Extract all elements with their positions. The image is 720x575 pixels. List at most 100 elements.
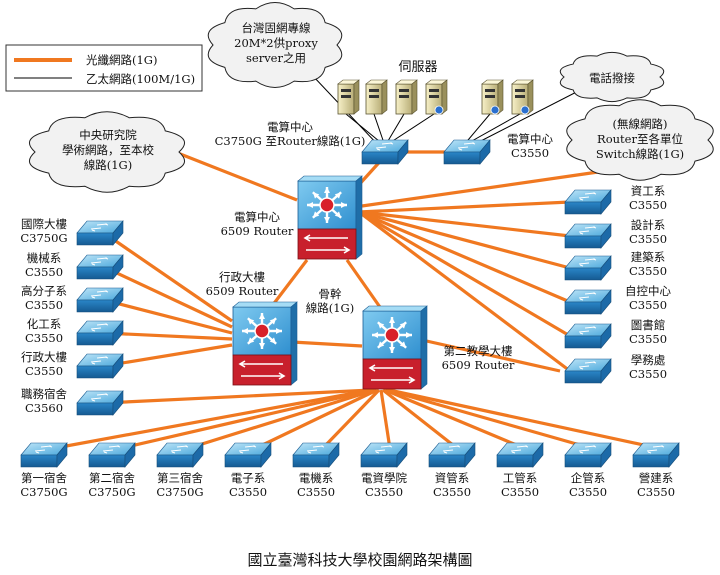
cloud-sinica-text-line-3: 線路(1G) [84, 158, 132, 172]
link-left-switch-2 [103, 265, 233, 329]
switch-bottom-10-label-line-2: C3550 [637, 485, 675, 499]
cloud-twaren-text-line-1: 台灣固網專線 [242, 21, 311, 35]
switch-left-3 [76, 287, 124, 313]
link-bottom-switch-10 [388, 388, 663, 451]
cloud-wireless [566, 99, 714, 181]
switch-left-2 [76, 254, 124, 280]
cloud-wireless-text-line-1: (無線網路) [613, 117, 668, 131]
switch-bottom-7 [428, 442, 476, 468]
switch-bottom-4 [224, 442, 272, 468]
switch-left-4-label-line-1: 化工系 [27, 317, 62, 331]
switch-left-6-label-line-2: C3560 [25, 401, 63, 415]
switch-bottom-10-label-line-1: 營建系 [639, 471, 674, 485]
link-ccrouter-sinica [164, 146, 298, 202]
switch-left-1-label-line-2: C3750G [20, 231, 67, 245]
cc-router-label-line-2: 6509 Router [221, 224, 294, 238]
switch-bottom-7-label-line-2: C3550 [433, 485, 471, 499]
legend-ethernet-label: 乙太網路(100M/1G) [86, 72, 195, 86]
switch-bottom-7-label-line-1: 資管系 [435, 471, 470, 485]
link-bottom-switch-8 [384, 388, 527, 451]
server-5 [481, 79, 504, 115]
link-right-switch-1 [358, 200, 571, 214]
switch-bottom-6-label-line-2: C3550 [365, 485, 403, 499]
server-3 [395, 79, 418, 115]
server-2 [365, 79, 388, 115]
switch-left-5 [76, 353, 124, 379]
switch-right-1-label-line-2: C3550 [629, 198, 667, 212]
link-bottom-switch-1 [49, 388, 372, 451]
switch-bottom-8-label-line-2: C3550 [501, 485, 539, 499]
server-4 [425, 79, 448, 115]
link-right-switch-6 [358, 210, 571, 373]
switch-left-6 [76, 390, 124, 416]
backbone-label-line-1: 骨幹 [319, 287, 342, 301]
switch-right-5-label-line-2: C3550 [629, 332, 667, 346]
switch-right-1-label-line-1: 資工系 [631, 184, 666, 198]
cc-switch-a-label-line-1: 電算中心 [267, 120, 313, 134]
switch-left-2-label-line-2: C3550 [25, 265, 63, 279]
switch-bottom-2 [88, 442, 136, 468]
switch-bottom-2-label-line-2: C3750G [88, 485, 135, 499]
link-bottom-switch-5 [320, 388, 381, 451]
server-1 [337, 79, 360, 115]
switch-right-1 [564, 189, 612, 215]
link-right-switch-5 [358, 210, 571, 338]
servers-label: 伺服器 [398, 60, 437, 75]
switch-bottom-6-label-line-1: 電資學院 [361, 471, 407, 485]
switch-right-3-label-line-1: 建築系 [631, 250, 666, 264]
link-right-switch-3 [358, 210, 571, 270]
link-ccrouter-admin [270, 259, 309, 307]
switch-right-2-label-line-2: C3550 [629, 232, 667, 246]
switch-right-6-label-line-2: C3550 [629, 367, 667, 381]
link-ccrouter-wireless [361, 170, 599, 208]
link-bottom-switch-7 [382, 388, 459, 451]
link-bottom-switch-4 [253, 388, 378, 451]
switch-left-5-label-line-1: 行政大樓 [21, 350, 67, 364]
link-right-switch-2 [358, 210, 571, 238]
cc-6509-router [297, 175, 363, 260]
second-router-label-line-1: 第二教學大樓 [444, 344, 513, 358]
switch-bottom-3 [156, 442, 204, 468]
switch-bottom-9-label-line-1: 企管系 [571, 471, 606, 485]
switch-right-5 [564, 323, 612, 349]
cloud-sinica [28, 111, 186, 193]
cloud-sinica-text-line-2: 學術網路，至本校 [62, 143, 154, 157]
cc-router-label-line-1: 電算中心 [234, 210, 280, 224]
link-second-right-6 [421, 338, 561, 373]
link-bottom-switch-9 [386, 388, 595, 451]
switch-bottom-4-label-line-2: C3550 [229, 485, 267, 499]
switch-bottom-6 [360, 442, 408, 468]
switch-left-4 [76, 320, 124, 346]
switch-left-2-label-line-1: 機械系 [27, 251, 62, 265]
switch-bottom-4-label-line-1: 電子系 [231, 471, 266, 485]
link-ccrouter-second [345, 259, 384, 311]
cloud-sinica-text-line-1: 中央研究院 [79, 128, 137, 142]
clouds: 台灣固網專線20M*2供proxyserver之用電話撥接中央研究院學術網路，至… [28, 2, 714, 193]
switch-left-4-label-line-2: C3550 [25, 331, 63, 345]
cc-switch-b-label-line-2: C3550 [511, 146, 549, 160]
switch-bottom-9-label-line-2: C3550 [569, 485, 607, 499]
cc-switch-a-label-line-2: C3750G 至Router線路(1G) [215, 134, 366, 148]
link-bottom-switch-6 [379, 389, 392, 450]
link-left-switch-6 [103, 388, 373, 405]
diagram-title: 國立臺灣科技大學校園網路架構圖 [247, 551, 472, 569]
legend-fiber-label: 光纖網路(1G) [86, 53, 157, 67]
cloud-twaren-text-line-2: 20M*2供proxy [234, 36, 318, 50]
cc-switch-c3750g [361, 139, 409, 165]
cloud-twaren [207, 2, 343, 88]
switch-bottom-1 [20, 442, 68, 468]
switch-right-4-label-line-2: C3550 [629, 298, 667, 312]
backbone-label-line-2: 線路(1G) [306, 301, 354, 315]
switch-bottom-9 [564, 442, 612, 468]
switch-right-6 [564, 358, 612, 384]
switch-left-3-label-line-2: C3550 [25, 298, 63, 312]
switch-right-2 [564, 223, 612, 249]
cc-switch-c3550 [443, 139, 491, 165]
link-right-switch-4 [358, 210, 571, 304]
switch-bottom-5-label-line-1: 電機系 [299, 471, 334, 485]
switch-bottom-8 [496, 442, 544, 468]
switch-left-1-label-line-1: 國際大樓 [21, 217, 67, 231]
admin-router-label-line-1: 行政大樓 [219, 270, 265, 284]
switch-bottom-5-label-line-2: C3550 [297, 485, 335, 499]
